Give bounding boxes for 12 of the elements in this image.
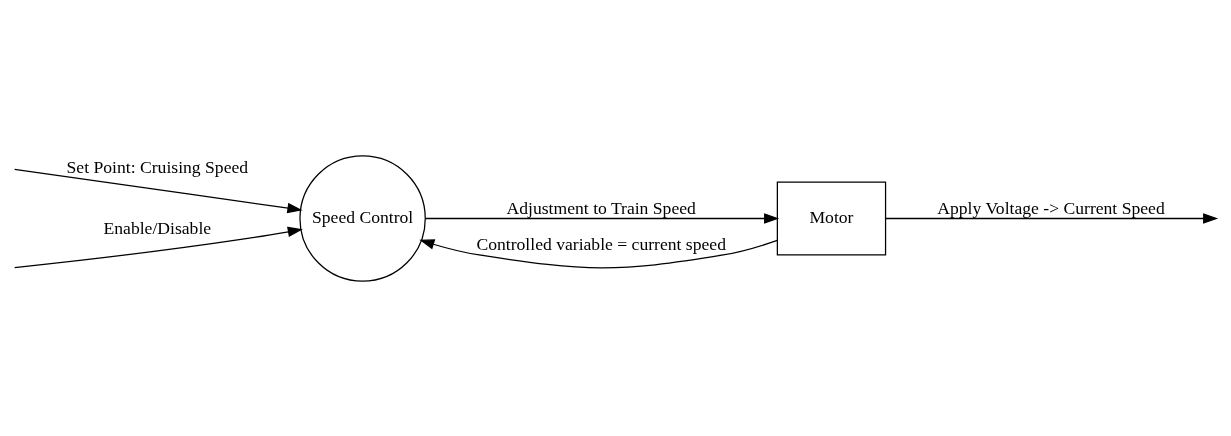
arrow	[14, 226, 303, 268]
edge-label: Adjustment to Train Speed	[506, 197, 696, 218]
edge-label: Controlled variable = current speed	[476, 233, 726, 254]
edge-label: Set Point: Cruising Speed	[66, 156, 249, 177]
arrow	[885, 212, 1219, 224]
node-box: Motor	[776, 180, 887, 256]
edge-label: Enable/Disable	[103, 217, 212, 238]
node-circle: Speed Control	[299, 154, 426, 282]
edge-label: Apply Voltage -> Current Speed	[937, 197, 1165, 218]
arrow	[13, 168, 303, 213]
arrow	[424, 212, 780, 224]
arrow	[419, 238, 778, 268]
